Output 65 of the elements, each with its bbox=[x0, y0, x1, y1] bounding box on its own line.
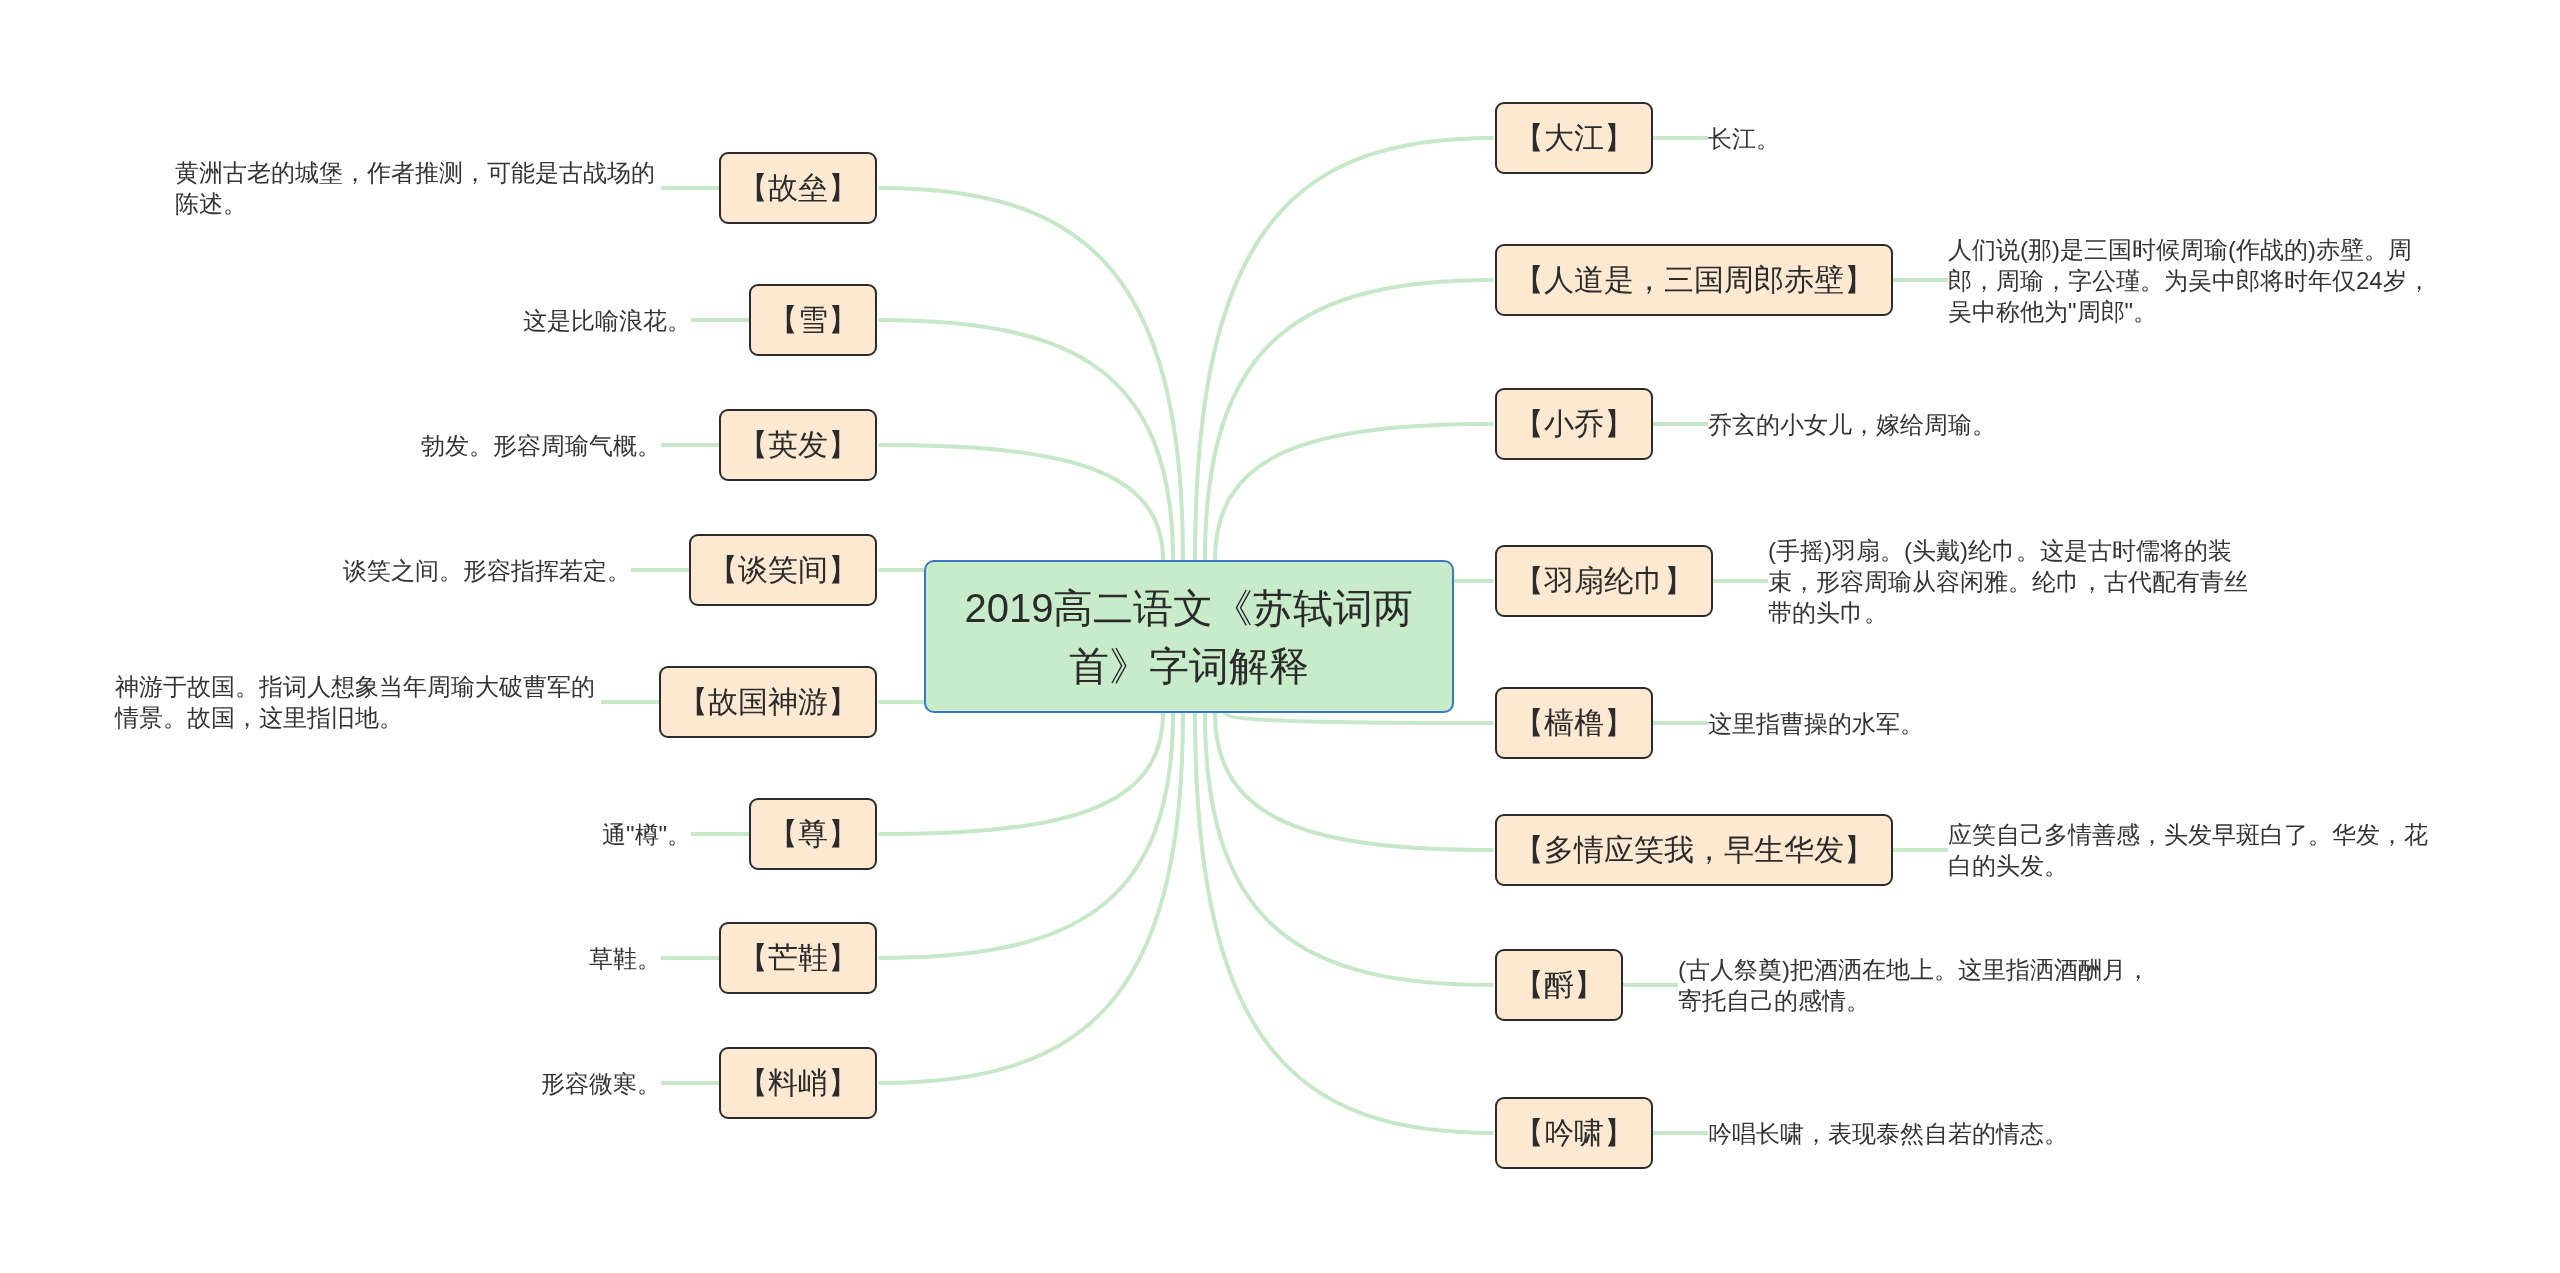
definition-text: 神游于故国。指词人想象当年周瑜大破曹军的情景。故国，这里指旧地。 bbox=[115, 671, 601, 733]
connector-line bbox=[691, 318, 749, 322]
branch-curve bbox=[878, 712, 1175, 960]
branch-curve bbox=[1203, 278, 1494, 561]
term-box: 【多情应笑我，早生华发】 bbox=[1495, 814, 1893, 886]
definition-text: 勃发。形容周瑜气概。 bbox=[421, 429, 661, 461]
term-box: 【吟啸】 bbox=[1495, 1097, 1653, 1169]
term-box: 【大江】 bbox=[1495, 102, 1653, 174]
connector-line bbox=[1713, 579, 1768, 583]
connector-line bbox=[661, 1081, 719, 1085]
term-box: 【酹】 bbox=[1495, 949, 1623, 1021]
connector-line bbox=[1893, 848, 1948, 852]
branch-curve bbox=[878, 186, 1185, 561]
definition-text: 黄洲古老的城堡，作者推测，可能是古战场的陈述。 bbox=[175, 157, 661, 219]
term-box: 【雪】 bbox=[749, 284, 877, 356]
definition-text: 谈笑之间。形容指挥若定。 bbox=[343, 554, 631, 586]
connector-line bbox=[878, 568, 924, 572]
term-box: 【羽扇纶巾】 bbox=[1495, 545, 1713, 617]
connector-line bbox=[601, 700, 659, 704]
connector-line bbox=[878, 700, 924, 704]
definition-text: 人们说(那)是三国时候周瑜(作战的)赤壁。周郎，周瑜，字公瑾。为吴中郎将时年仅24岁，吴中称他为"周郎"。 bbox=[1948, 233, 2434, 327]
connector-line bbox=[1653, 422, 1708, 426]
definition-text: 草鞋。 bbox=[589, 942, 661, 974]
definition-text: 应笑自己多情善感，头发早斑白了。华发，花白的头发。 bbox=[1948, 819, 2434, 881]
definition-text: 长江。 bbox=[1708, 122, 1780, 154]
definition-text: 形容微寒。 bbox=[541, 1067, 661, 1099]
term-box: 【谈笑间】 bbox=[689, 534, 877, 606]
branch-curve bbox=[1213, 712, 1494, 852]
branch-curve bbox=[1193, 712, 1494, 1135]
connector-line bbox=[661, 956, 719, 960]
connector-line bbox=[1623, 983, 1678, 987]
definition-text: (手摇)羽扇。(头戴)纶巾。这是古时儒将的装束，形容周瑜从容闲雅。纶巾，古代配有青丝带的头巾。 bbox=[1768, 534, 2251, 628]
connector-line bbox=[631, 568, 689, 572]
connector-line bbox=[1893, 278, 1948, 282]
term-box: 【芒鞋】 bbox=[719, 922, 877, 994]
connector-line bbox=[1653, 721, 1708, 725]
term-box: 【樯橹】 bbox=[1495, 687, 1653, 759]
branch-curve bbox=[1203, 712, 1494, 987]
term-box: 【故国神游】 bbox=[659, 666, 877, 738]
branch-curve bbox=[1193, 136, 1494, 561]
connector-line bbox=[691, 832, 749, 836]
term-box: 【人道是，三国周郎赤壁】 bbox=[1495, 244, 1893, 316]
term-box: 【尊】 bbox=[749, 798, 877, 870]
central-topic-box: 2019高二语文《苏轼词两首》字词解释 bbox=[924, 560, 1454, 713]
branch-curve bbox=[878, 712, 1185, 1085]
definition-text: 这里指曹操的水军。 bbox=[1708, 707, 1924, 739]
branch-curve bbox=[878, 712, 1165, 836]
term-box: 【故垒】 bbox=[719, 152, 877, 224]
definition-text: 这是比喻浪花。 bbox=[523, 304, 691, 336]
branch-curve bbox=[878, 318, 1175, 561]
connector-line bbox=[1653, 136, 1708, 140]
term-box: 【英发】 bbox=[719, 409, 877, 481]
term-box: 【料峭】 bbox=[719, 1047, 877, 1119]
connector-line bbox=[661, 186, 719, 190]
branch-curve bbox=[878, 443, 1165, 561]
connector-line bbox=[661, 443, 719, 447]
branch-curve bbox=[1213, 422, 1494, 561]
definition-text: 吟唱长啸，表现泰然自若的情态。 bbox=[1708, 1117, 2068, 1149]
connector-line bbox=[1454, 579, 1494, 583]
connector-line bbox=[1653, 1131, 1708, 1135]
term-box: 【小乔】 bbox=[1495, 388, 1653, 460]
branch-curve bbox=[1223, 711, 1494, 725]
definition-text: 乔玄的小女儿，嫁给周瑜。 bbox=[1708, 408, 1996, 440]
definition-text: (古人祭奠)把酒洒在地上。这里指洒酒酬月，寄托自己的感情。 bbox=[1678, 954, 2158, 1016]
definition-text: 通"樽"。 bbox=[602, 818, 692, 850]
